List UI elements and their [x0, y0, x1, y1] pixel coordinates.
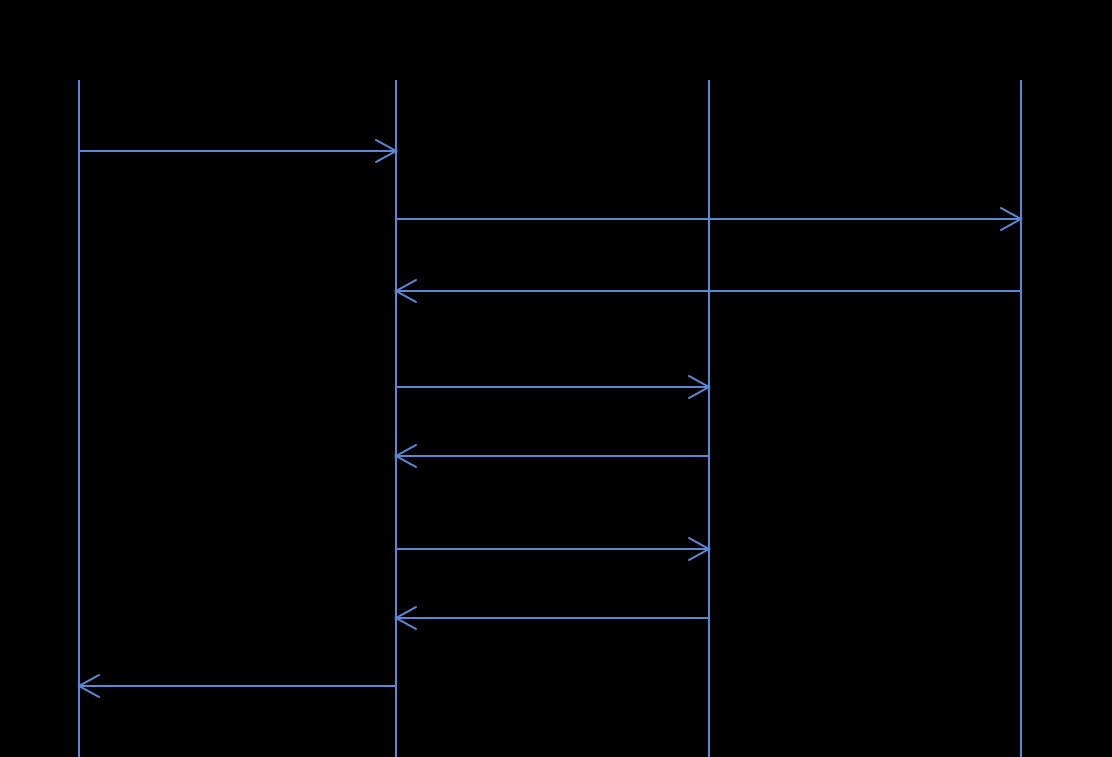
- arrowhead-4: [688, 375, 712, 399]
- arrowhead-2: [1000, 207, 1024, 231]
- arrowhead-6: [688, 537, 712, 561]
- message-7[interactable]: [393, 606, 709, 630]
- message-4[interactable]: [396, 375, 712, 399]
- message-1[interactable]: [79, 139, 399, 163]
- message-2[interactable]: [396, 207, 1024, 231]
- arrowhead-3: [393, 279, 417, 303]
- message-6[interactable]: [396, 537, 712, 561]
- message-8[interactable]: [76, 674, 396, 698]
- message-3[interactable]: [393, 279, 1021, 303]
- message-5[interactable]: [393, 444, 709, 468]
- messages-group: [76, 139, 1024, 698]
- arrowhead-8: [76, 674, 100, 698]
- lifelines-group: [78, 80, 1022, 757]
- arrowhead-7: [393, 606, 417, 630]
- arrowhead-5: [393, 444, 417, 468]
- arrowhead-1: [375, 139, 399, 163]
